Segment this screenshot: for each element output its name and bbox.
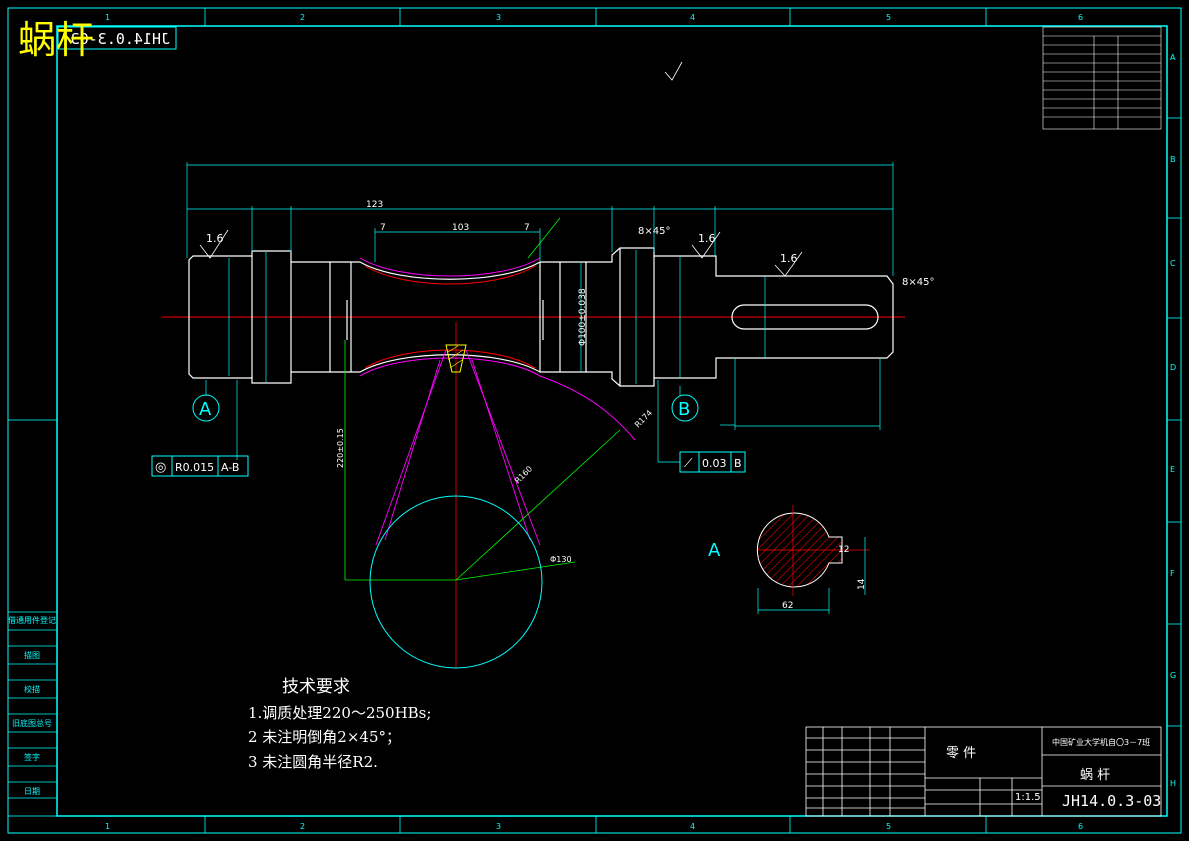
tech-requirement-3: 3 未注圆角半径R2. xyxy=(248,753,378,771)
section-markers xyxy=(192,394,699,422)
zone-col-4b: 4 xyxy=(690,822,695,831)
title-block-lines xyxy=(805,726,1162,817)
zone-col-3b: 3 xyxy=(496,822,501,831)
dim-chamfer-left: 8×45° xyxy=(638,226,670,237)
title-block-scale: 1:1.5 xyxy=(1015,792,1041,803)
worm-wheel-circle xyxy=(369,495,543,669)
title-block-drawing-no: JH14.0.3-03 xyxy=(1062,792,1162,810)
zone-row-e: E xyxy=(1170,465,1175,474)
runout-value: R0.015 xyxy=(175,461,214,474)
dim-r174: R174 xyxy=(633,408,654,429)
side-table-item-1: 借通用件登记 xyxy=(8,616,56,625)
dim-103: 103 xyxy=(452,223,469,233)
parameter-table xyxy=(1042,26,1162,130)
shaft-outline xyxy=(188,247,894,387)
tech-requirement-1: 1.调质处理220～250HBs; xyxy=(248,704,432,722)
runout-symbol: ◎ xyxy=(155,460,166,475)
drawing-title: 蜗杆 xyxy=(18,18,95,62)
zone-row-b: B xyxy=(1170,155,1176,164)
side-table-lines xyxy=(7,419,58,817)
side-table-item-3: 校描 xyxy=(24,685,40,694)
green-lines xyxy=(344,217,621,581)
outer-border xyxy=(7,7,1182,834)
dim-12: 12 xyxy=(838,545,849,555)
zone-col-5b: 5 xyxy=(886,822,891,831)
dim-phi130: Φ130 xyxy=(550,555,572,564)
tech-requirement-2: 2 未注明倒角2×45°； xyxy=(248,728,402,746)
flatness-value: 0.03 xyxy=(702,457,727,470)
roughness-3: 1.6 xyxy=(780,252,798,265)
inner-border xyxy=(56,25,1168,817)
section-label-a: A xyxy=(199,399,212,420)
zone-row-a: A xyxy=(1170,53,1176,62)
zone-col-2: 2 xyxy=(300,13,305,22)
zone-row-h: H xyxy=(1170,779,1176,788)
dimension-texts: 123 103 7 7 8×45° 8×45° Φ100±0.038 220±0… xyxy=(336,200,934,564)
side-table-item-4: 旧底图总号 xyxy=(12,719,52,728)
roughness-2: 1.6 xyxy=(698,232,716,245)
dimension-lines xyxy=(186,162,894,463)
section-label-b: B xyxy=(678,399,690,420)
dim-7a: 7 xyxy=(380,223,386,233)
roughness-symbols xyxy=(199,61,803,277)
zone-col-6: 6 xyxy=(1078,13,1083,22)
tech-requirements-heading: 技术要求 xyxy=(282,677,350,697)
pitch-arcs xyxy=(359,257,636,441)
section-view-label: A xyxy=(708,540,721,561)
dim-123: 123 xyxy=(366,200,383,210)
title-block-part-label: 零 件 xyxy=(946,746,977,761)
side-table-item-2: 描图 xyxy=(24,651,40,660)
title-block-part-name: 蜗 杆 xyxy=(1080,768,1111,783)
construction-lines xyxy=(375,349,541,546)
flatness-symbol: ⟋ xyxy=(684,456,693,470)
side-table-item-5: 签字 xyxy=(24,753,40,762)
flatness-frame: ⟋ 0.03 B xyxy=(679,451,746,473)
dim-r160: R160 xyxy=(513,464,534,485)
zone-col-2b: 2 xyxy=(300,822,305,831)
zone-row-d: D xyxy=(1170,363,1176,372)
zone-ticks xyxy=(204,8,1181,833)
runout-datum: A-B xyxy=(221,461,239,474)
zone-col-6b: 6 xyxy=(1078,822,1083,831)
section-a-view xyxy=(756,505,870,614)
zone-col-4: 4 xyxy=(690,13,695,22)
dim-14: 14 xyxy=(857,578,867,590)
zone-row-f: F xyxy=(1170,569,1175,578)
zone-row-g: G xyxy=(1170,671,1176,680)
mirrored-code-box xyxy=(57,26,177,50)
dim-7b: 7 xyxy=(524,223,530,233)
title-block-school: 中国矿业大学机自〇3－7班 xyxy=(1052,738,1151,747)
dim-phi100: Φ100±0.038 xyxy=(578,288,588,346)
zone-col-3: 3 xyxy=(496,13,501,22)
tooth-section xyxy=(445,344,467,373)
zone-col-5: 5 xyxy=(886,13,891,22)
runout-frame: ◎ R0.015 A-B xyxy=(151,455,249,477)
side-table-item-6: 日期 xyxy=(24,787,40,796)
thread-lines xyxy=(364,265,536,369)
mirrored-code: JH14.0.3-03 xyxy=(71,30,170,48)
zone-labels: 1 2 3 4 5 6 1 2 3 4 5 6 A B C D E F G H xyxy=(105,13,1176,831)
roughness-1: 1.6 xyxy=(206,232,224,245)
zone-row-c: C xyxy=(1170,259,1176,268)
flatness-datum: B xyxy=(734,457,742,470)
dim-220: 220±0.15 xyxy=(336,428,345,468)
zone-col-1: 1 xyxy=(105,13,110,22)
dim-62: 62 xyxy=(782,601,793,611)
dim-chamfer-right: 8×45° xyxy=(902,277,934,288)
zone-col-1b: 1 xyxy=(105,822,110,831)
